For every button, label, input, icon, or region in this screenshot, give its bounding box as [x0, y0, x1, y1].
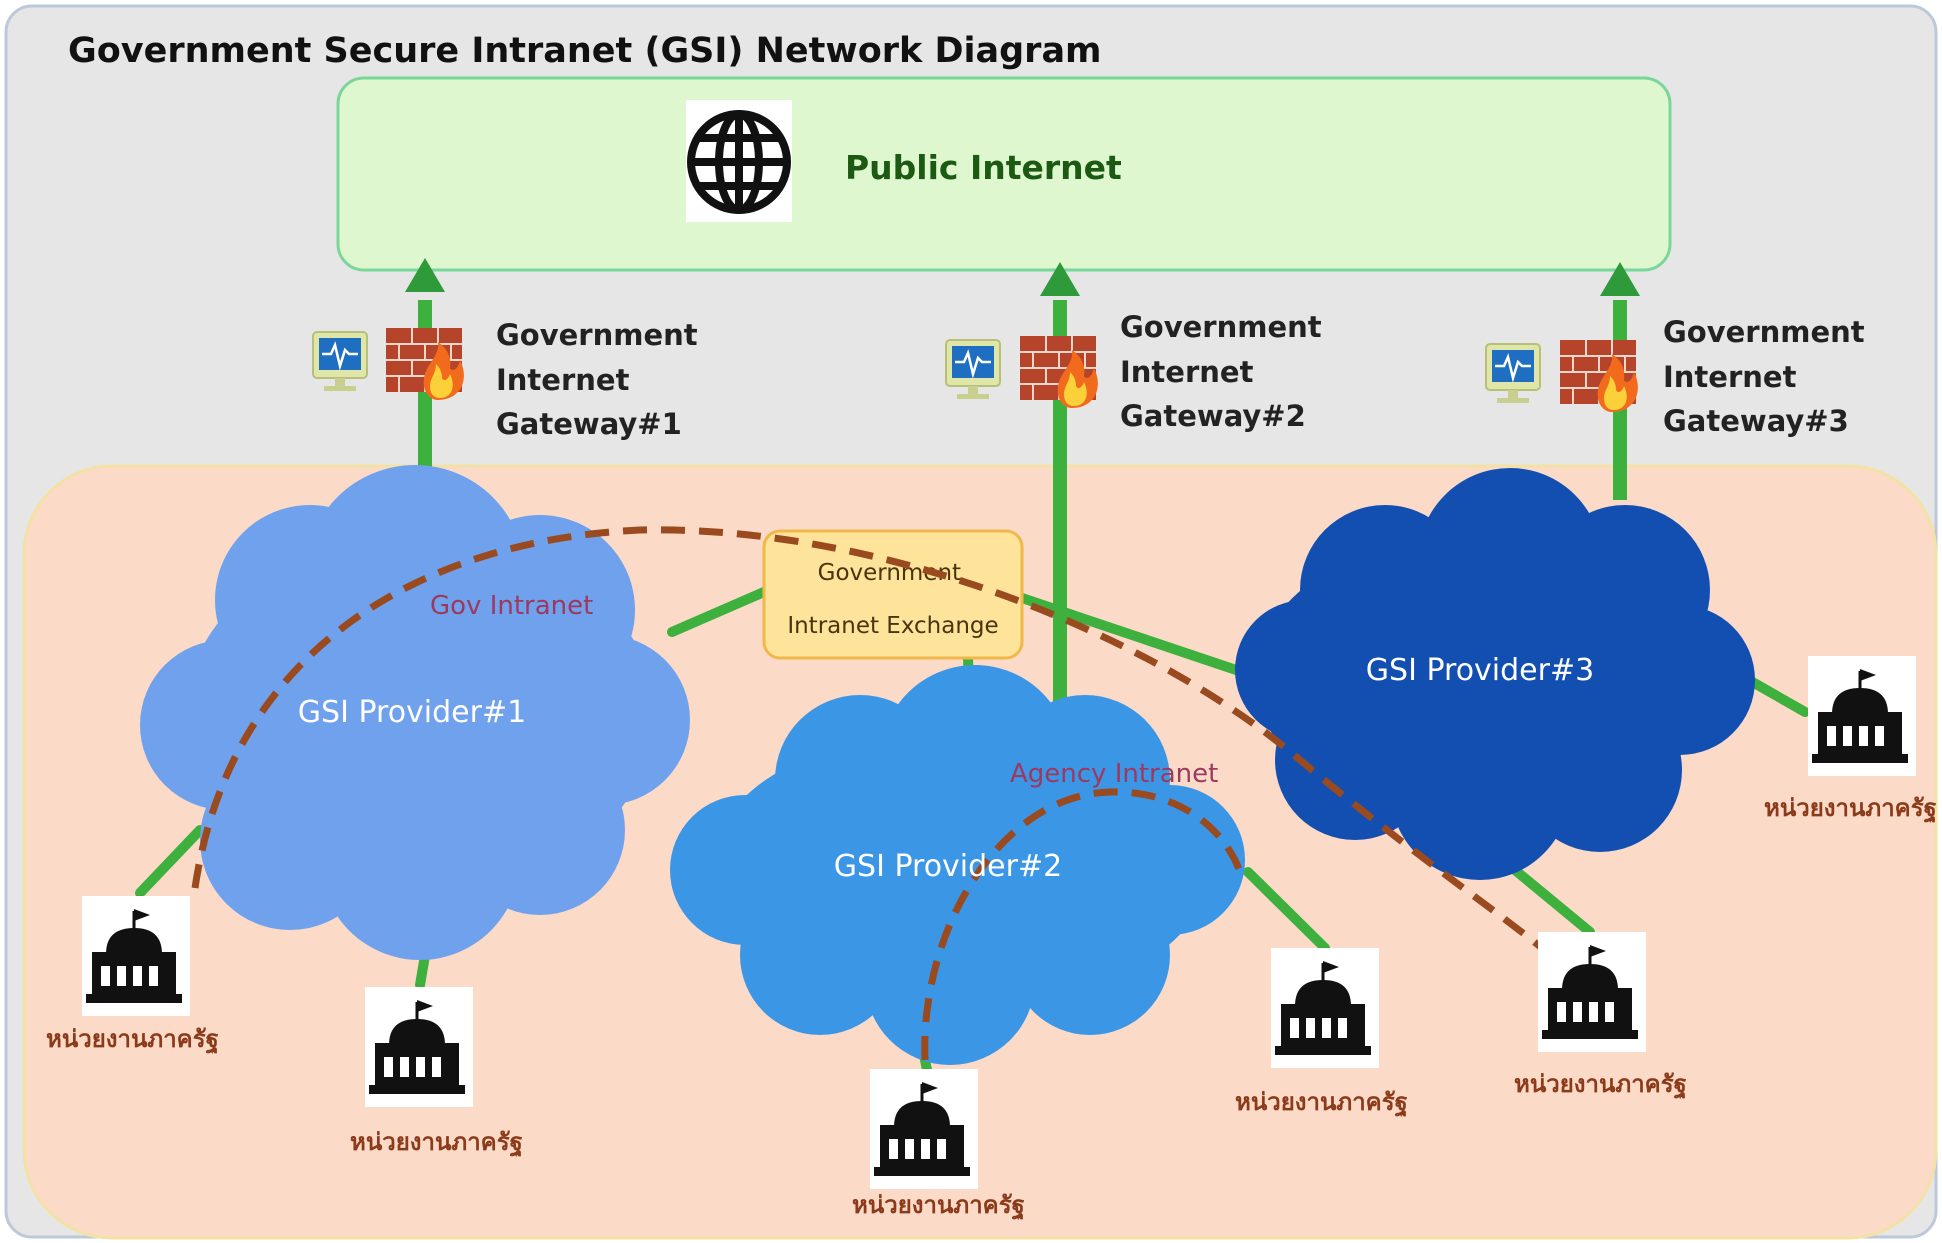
gateway-3-label: Government Internet Gateway#3	[1663, 315, 1875, 438]
firewall-icon	[1559, 339, 1639, 413]
link-provider1-exchange	[667, 587, 769, 637]
agency-node-e: หน่วยงานภาครัฐ	[1514, 930, 1687, 1100]
gov-intranet-label: Gov Intranet	[430, 591, 593, 621]
diagram-title: Government Secure Intranet (GSI) Network…	[68, 31, 1102, 71]
agency-node-c: หน่วยงานภาครัฐ	[852, 1067, 1025, 1221]
gsi-provider-3-cloud	[1235, 468, 1755, 880]
agency-node-b: หน่วยงานภาครัฐ	[350, 985, 523, 1158]
link-provider2-agency-d	[1243, 867, 1330, 953]
gateway-1-label: Government Internet Gateway#1	[496, 318, 708, 441]
public-internet-box	[336, 76, 1672, 272]
uplink-arrowhead-1	[405, 258, 445, 292]
public-internet-label: Public Internet	[845, 148, 1122, 187]
agency-label: หน่วยงานภาครัฐ	[1235, 1088, 1408, 1118]
gsi-provider-2-cloud	[670, 665, 1245, 1065]
agency-intranet-label: Agency Intranet	[1010, 759, 1218, 789]
firewall-icon	[1019, 335, 1099, 409]
uplink-arrowhead-3	[1600, 262, 1640, 296]
gateway-2: Government Internet Gateway#2	[944, 310, 1332, 433]
gsi-provider-1-label: GSI Provider#1	[298, 695, 526, 730]
intranet-exchange-box	[762, 529, 1024, 660]
firewall-icon	[385, 327, 465, 401]
agency-label: หน่วยงานภาครัฐ	[46, 1025, 219, 1055]
gsi-provider-3-label: GSI Provider#3	[1366, 653, 1594, 688]
agency-label: หน่วยงานภาครัฐ	[1514, 1070, 1687, 1100]
government-building-icon	[363, 985, 475, 1109]
government-building-icon	[1269, 946, 1381, 1070]
agency-node-d: หน่วยงานภาครัฐ	[1235, 946, 1408, 1118]
link-provider1-agency-a	[135, 825, 205, 898]
gsi-provider-2-label: GSI Provider#2	[834, 849, 1062, 884]
agency-intranet-arc	[921, 788, 1244, 1061]
link-exchange-provider3	[1017, 593, 1265, 683]
government-building-icon	[1806, 654, 1918, 778]
gateway-1: Government Internet Gateway#1	[311, 318, 708, 441]
gsi-provider-1-cloud	[140, 465, 690, 960]
agency-label: หน่วยงานภาครัฐ	[852, 1191, 1025, 1221]
government-building-icon	[868, 1067, 980, 1191]
gateway-2-label: Government Internet Gateway#2	[1120, 310, 1332, 433]
agency-label: หน่วยงานภาครัฐ	[350, 1128, 523, 1158]
globe-icon	[687, 110, 791, 214]
gateway-3: Government Internet Gateway#3	[1484, 315, 1875, 438]
government-building-icon	[1536, 930, 1648, 1054]
agency-node-f: หน่วยงานภาครัฐ	[1764, 654, 1937, 824]
gov-intranet-arc	[191, 526, 1553, 958]
intranet-exchange-label: Government Intranet Exchange	[787, 560, 998, 639]
government-building-icon	[80, 894, 192, 1018]
agency-node-a: หน่วยงานภาครัฐ	[46, 894, 219, 1055]
agency-label: หน่วยงานภาครัฐ	[1764, 794, 1937, 824]
uplink-arrowhead-2	[1040, 262, 1080, 296]
